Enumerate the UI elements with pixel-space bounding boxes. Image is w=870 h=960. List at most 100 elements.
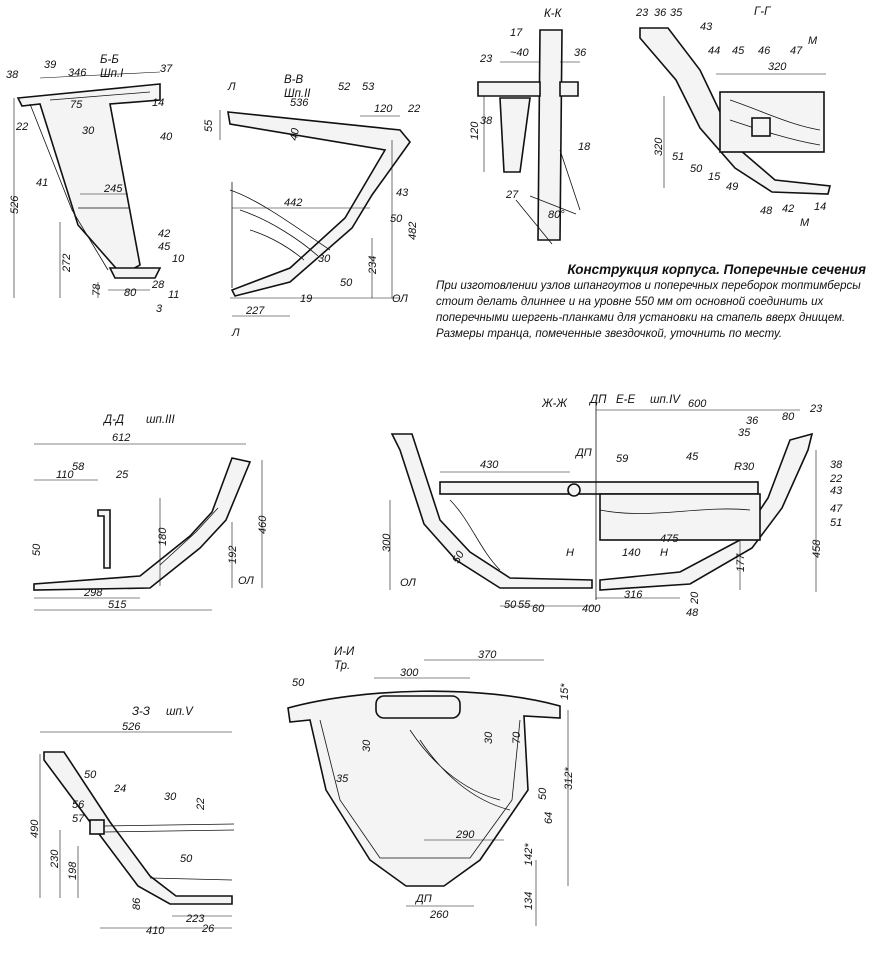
- dimension-label: 45: [686, 451, 699, 463]
- dimension-label: 51: [672, 151, 684, 163]
- dimension-label: 50: [292, 677, 305, 689]
- dimension-label: R30: [734, 461, 755, 473]
- section-ii: И-И Тр. 370 300 50 15* 30 30 70 312* 35 …: [287, 646, 575, 926]
- dimension-label: 10: [172, 253, 185, 265]
- dimension-label: 36: [574, 47, 587, 59]
- section-ee: Ж-Ж ДП Е-Е шп.IV 600 80 23 36 35 38 22 4…: [381, 394, 843, 619]
- dimension-label: 526: [122, 721, 141, 733]
- dimension-label: 78: [91, 283, 103, 296]
- dimension-label: 142*: [523, 843, 535, 866]
- dimension-label: 41: [36, 177, 48, 189]
- dimension-label: 526: [9, 195, 21, 214]
- dimension-label: 460: [257, 515, 269, 534]
- dimension-label: 26: [201, 923, 215, 935]
- gg-title: Г-Г: [754, 6, 771, 18]
- bb-title: Б-Б: [100, 54, 119, 66]
- dimension-label: 24: [113, 783, 126, 795]
- dimension-label: 475: [660, 533, 679, 545]
- dimension-label: 245: [103, 183, 123, 195]
- dimension-label: 30: [483, 731, 495, 744]
- dimension-label: 3: [156, 303, 163, 315]
- dimension-label: 55: [518, 599, 531, 611]
- dimension-label: 43: [830, 485, 843, 497]
- dimension-label: 35: [670, 7, 683, 19]
- dimension-label: 40: [160, 131, 173, 143]
- dimension-label: 15: [708, 171, 721, 183]
- dimension-label: 22: [407, 103, 420, 115]
- dimension-label: 50: [390, 213, 403, 225]
- dimension-label: 11: [168, 289, 179, 301]
- dimension-label: 47: [790, 45, 803, 57]
- dimension-label: 45: [158, 241, 171, 253]
- dimension-label: 59: [616, 453, 628, 465]
- dimension-label: 50: [537, 787, 549, 800]
- dimension-label: 15*: [559, 683, 571, 700]
- dimension-label: 272: [61, 254, 73, 273]
- dimension-label: 35: [336, 773, 349, 785]
- dimension-label: 430: [480, 459, 499, 471]
- dimension-label: 80°: [548, 209, 565, 221]
- dimension-label: 60: [532, 603, 545, 615]
- zz-frame: [43, 751, 233, 905]
- dimension-label: 38: [6, 69, 19, 81]
- vv-frame: [227, 111, 412, 297]
- dimension-label: 290: [455, 829, 475, 841]
- dimension-label: 18: [578, 141, 591, 153]
- dimension-label: ~40: [510, 47, 530, 59]
- dimension-label: ОЛ: [392, 293, 408, 305]
- dimension-label: 46: [758, 45, 771, 57]
- ee-frame-left: [390, 433, 593, 589]
- dimension-label: 56: [72, 799, 85, 811]
- dimension-label: 180: [157, 527, 169, 546]
- dimension-label: Л: [231, 327, 240, 339]
- dimension-label: 198: [67, 861, 79, 880]
- caption: Конструкция корпуса. Поперечные сечения …: [436, 262, 866, 342]
- dimension-label: ДП: [574, 447, 592, 459]
- section-kk: К-К 17 ~40 36 23 38 120 18 27 80°: [469, 8, 591, 245]
- dimension-label: 134: [523, 892, 535, 910]
- dimension-label: 612: [112, 432, 130, 444]
- dimension-label: 300: [400, 667, 419, 679]
- dimension-label: 400: [582, 603, 601, 615]
- dimension-label: 39: [44, 59, 56, 71]
- dimension-label: 49: [726, 181, 738, 193]
- dimension-label: М: [808, 35, 818, 47]
- ee-frame-right: [599, 432, 814, 591]
- section-gg: Г-Г 23 36 35 43 44 45 46 47 М 320 320 51…: [635, 6, 831, 229]
- dimension-label: 320: [653, 137, 665, 156]
- dimension-label: Л: [227, 81, 236, 93]
- dimension-label: 120: [469, 121, 481, 140]
- caption-body: При изготовлении узлов шпангоутов и попе…: [436, 280, 861, 340]
- ii-title: И-И: [334, 646, 355, 658]
- dimension-label: 19: [300, 293, 312, 305]
- dimension-label: 22: [195, 798, 207, 811]
- dimension-label: 490: [29, 819, 41, 838]
- dimension-label: 53: [362, 81, 375, 93]
- dimension-label: 23: [479, 53, 493, 65]
- dimension-label: 14: [814, 201, 826, 213]
- dimension-label: 346: [68, 67, 87, 79]
- dimension-label: 458: [811, 539, 823, 558]
- dimension-label: 55: [203, 119, 215, 132]
- zz-title: З-З: [132, 706, 150, 718]
- dimension-label: 370: [478, 649, 497, 661]
- dimension-label: 80: [124, 287, 137, 299]
- dimension-label: 536: [290, 97, 309, 109]
- dimension-label: 312*: [563, 767, 575, 790]
- dimension-label: 36: [654, 7, 667, 19]
- dimension-label: 30: [82, 125, 95, 137]
- dimension-label: 50: [504, 599, 517, 611]
- dimension-label: 50: [340, 277, 353, 289]
- dimension-label: 51: [830, 517, 842, 529]
- section-zz: З-З шп.V 526 50 24 30 22 56 57 490 230 1…: [29, 706, 235, 937]
- ee-title: Ж-Ж: [541, 398, 568, 410]
- dimension-label: М: [800, 217, 810, 229]
- dimension-label: ОЛ: [238, 575, 254, 587]
- dd-sub: шп.III: [146, 414, 175, 426]
- dimension-label: Н: [660, 547, 668, 559]
- dimension-label: 482: [407, 222, 419, 240]
- dimension-label: 230: [49, 849, 61, 869]
- dimension-label: 47: [830, 503, 843, 515]
- dimension-label: 45: [732, 45, 745, 57]
- zz-sub: шп.V: [166, 706, 194, 718]
